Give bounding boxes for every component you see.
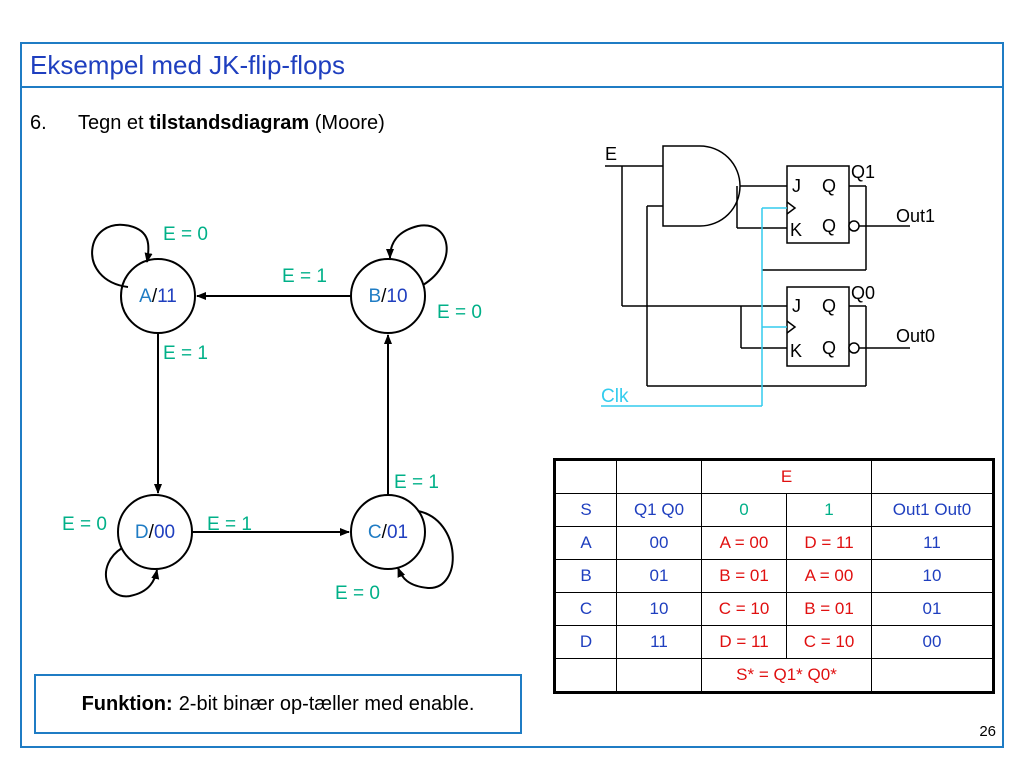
circuit-q1-label: Q1: [851, 162, 875, 182]
flip-flop-0: [786, 286, 850, 367]
state-a: A/11: [120, 258, 196, 334]
circuit-clk-label: Clk: [601, 386, 629, 407]
table-row: C 10 C = 10 B = 01 01: [554, 592, 994, 626]
loop-c: [397, 510, 454, 590]
task-number: 6.: [30, 112, 47, 134]
state-b: B/10: [350, 258, 426, 334]
flip-flop-1: [786, 165, 850, 244]
circuit-q0-label: Q0: [851, 283, 875, 303]
table-cell: A = 00: [786, 559, 872, 593]
table-row: B 01 B = 01 A = 00 10: [554, 559, 994, 593]
label-b-to-a: E = 1: [282, 266, 327, 287]
circuit-out1-label: Out1: [896, 206, 935, 226]
table-subheader: S: [554, 493, 617, 527]
state-table: E S Q1 Q0 0 1 Out1 Out0 A 00 A = 00 D = …: [553, 458, 995, 694]
ff1-q-label: Q: [822, 176, 836, 196]
state-a-output: 11: [157, 286, 177, 307]
table-cell: 00: [871, 625, 994, 659]
svg-text:D/00: D/00: [135, 522, 175, 543]
task-item: 6. Tegn et tilstandsdiagram (Moore): [30, 112, 385, 135]
task-text-pre: Tegn et: [78, 112, 150, 134]
circuit-out0-label: Out0: [896, 326, 935, 346]
page-title: Eksempel med JK-flip-flops: [30, 50, 345, 80]
table-row: E: [554, 459, 994, 494]
state-c: C/01: [350, 494, 426, 570]
task-text-post: (Moore): [309, 112, 385, 134]
ff0-j-label: J: [792, 296, 801, 316]
table-cell: 11: [616, 625, 702, 659]
table-header-e: E: [701, 459, 872, 494]
table-cell: 11: [871, 526, 994, 560]
table-cell: D = 11: [786, 526, 872, 560]
svg-text:A/11: A/11: [139, 286, 177, 307]
table-cell: B = 01: [701, 559, 787, 593]
table-cell: 10: [616, 592, 702, 626]
title-bar: Eksempel med JK-flip-flops: [20, 42, 1004, 88]
ff1-j-label: J: [792, 176, 801, 196]
table-cell: 00: [616, 526, 702, 560]
task-text-bold: tilstandsdiagram: [149, 112, 310, 134]
table-cell: A = 00: [701, 526, 787, 560]
ff0-k-label: K: [790, 341, 802, 361]
state-a-letter: A: [139, 286, 152, 307]
svg-text:C/01: C/01: [368, 522, 408, 543]
ff1-qbar-label: Q: [822, 216, 836, 236]
loop-b: [386, 224, 448, 286]
function-box: Funktion: 2-bit binær op-tæller med enab…: [34, 674, 522, 734]
table-cell: C = 10: [701, 592, 787, 626]
circuit-e-label: E: [605, 144, 617, 164]
state-d: D/00: [117, 494, 193, 570]
label-a-to-d: E = 1: [163, 343, 208, 364]
page-number: 26: [979, 723, 996, 740]
and-gate: [662, 145, 741, 227]
table-cell: B = 01: [786, 592, 872, 626]
table-cell: C: [554, 592, 617, 626]
table-cell: 10: [871, 559, 994, 593]
table-row: S* = Q1* Q0*: [554, 658, 994, 693]
table-footer: S* = Q1* Q0*: [701, 658, 872, 693]
table-row: A 00 A = 00 D = 11 11: [554, 526, 994, 560]
state-b-output: 10: [386, 286, 407, 307]
jk-circuit: [605, 145, 910, 387]
state-c-letter: C: [368, 522, 382, 543]
table-cell: B: [554, 559, 617, 593]
table-cell: 01: [616, 559, 702, 593]
label-c-to-b: E = 1: [394, 472, 439, 493]
state-d-letter: D: [135, 522, 149, 543]
svg-text:B/10: B/10: [368, 286, 407, 307]
label-c-self: E = 0: [335, 583, 380, 604]
label-d-to-c: E = 1: [207, 514, 252, 535]
ff1-k-label: K: [790, 220, 802, 240]
loop-d: [104, 547, 160, 598]
state-b-letter: B: [368, 286, 381, 307]
function-label: Funktion:: [81, 692, 173, 715]
table-cell: A: [554, 526, 617, 560]
state-d-output: 00: [154, 522, 175, 543]
table-subheader: Out1 Out0: [871, 493, 994, 527]
table-cell: D: [554, 625, 617, 659]
function-text: 2-bit binær op-tæller med enable.: [178, 692, 475, 715]
table-subheader: 1: [786, 493, 872, 527]
table-cell: 01: [871, 592, 994, 626]
label-d-self: E = 0: [62, 514, 107, 535]
label-a-self: E = 0: [163, 224, 208, 245]
table-subheader: Q1 Q0: [616, 493, 702, 527]
clock-line: [601, 207, 787, 407]
table-row: S Q1 Q0 0 1 Out1 Out0: [554, 493, 994, 527]
loop-a: [91, 223, 153, 288]
ff0-q-label: Q: [822, 296, 836, 316]
ff0-qbar-label: Q: [822, 338, 836, 358]
table-cell: C = 10: [786, 625, 872, 659]
state-c-output: 01: [387, 522, 408, 543]
label-b-self: E = 0: [437, 302, 482, 323]
table-cell: D = 11: [701, 625, 787, 659]
table-row: D 11 D = 11 C = 10 00: [554, 625, 994, 659]
table-subheader: 0: [701, 493, 787, 527]
